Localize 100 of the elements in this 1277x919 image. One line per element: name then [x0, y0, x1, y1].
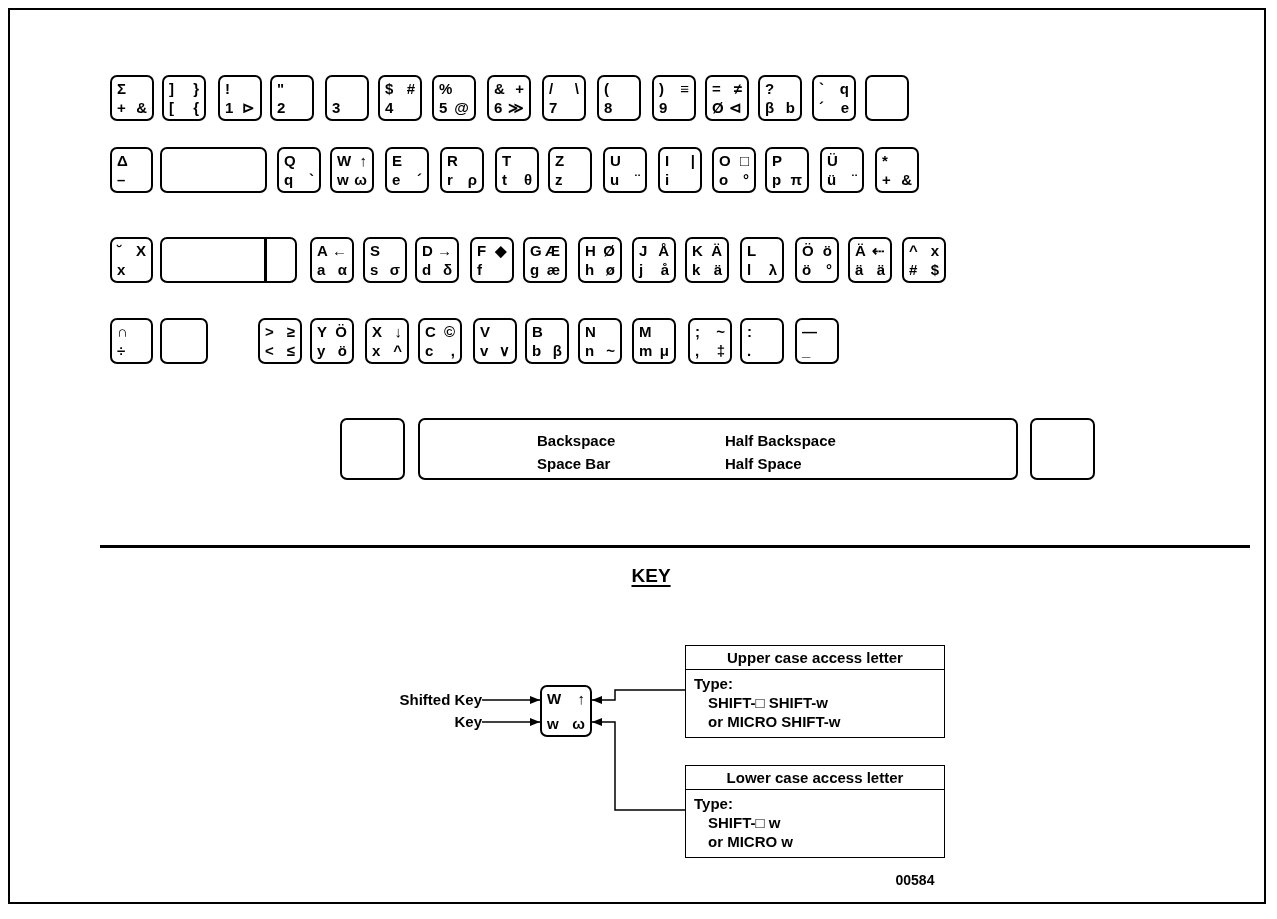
key-legend: Δ — [117, 152, 128, 169]
key-legend: ↓ — [394, 323, 402, 340]
key-legend: ° — [743, 171, 749, 188]
key-legend: | — [690, 152, 695, 169]
key-cap — [385, 147, 429, 193]
key-legend: f — [477, 261, 482, 278]
key-cap — [418, 318, 462, 364]
key-cap — [160, 147, 267, 193]
key-cap — [110, 75, 154, 121]
leader-arrow — [591, 718, 686, 811]
key-cap — [758, 75, 802, 121]
key-legend: L — [747, 242, 757, 259]
key-legend: α — [337, 261, 347, 278]
key-cap — [160, 237, 297, 283]
key-legend: t — [502, 171, 507, 188]
key-cap — [812, 75, 856, 121]
key-legend: å — [660, 261, 669, 278]
description-box — [685, 645, 945, 738]
key-cap — [795, 318, 839, 364]
key-cap — [310, 237, 354, 283]
key-legend: Q — [284, 152, 296, 169]
key-cap — [740, 318, 784, 364]
key-legend: e — [840, 99, 849, 116]
key-legend: ´ — [417, 171, 422, 188]
key-cap — [795, 237, 839, 283]
figure-number: 00584 — [895, 872, 935, 888]
key-cap — [875, 147, 919, 193]
key-legend: , — [695, 342, 700, 359]
key-legend: ´ — [819, 99, 824, 116]
key-legend: ≥ — [286, 323, 295, 340]
key-legend: # — [406, 80, 415, 97]
instruction-text: or MICRO SHIFT-w — [707, 712, 842, 731]
box-heading: Upper case access letter — [686, 646, 944, 670]
key-legend: 8 — [604, 99, 613, 116]
key-legend: _ — [802, 342, 811, 359]
key-cap — [325, 75, 369, 121]
key-cap — [902, 237, 946, 283]
key-legend: ↑ — [359, 152, 367, 169]
key-legend: N — [585, 323, 596, 340]
key-legend: r — [447, 171, 453, 188]
key-legend: δ — [442, 261, 452, 278]
key-heading: KEY — [631, 565, 671, 587]
key-legend: { — [193, 99, 199, 116]
key-legend: q — [284, 171, 294, 188]
key-legend: λ — [768, 261, 777, 278]
key-cap — [540, 685, 592, 737]
key-legend: ω — [572, 715, 585, 732]
key-legend: ? — [765, 80, 775, 97]
key-legend: ρ — [467, 171, 477, 188]
key-legend: I — [665, 152, 670, 169]
key-cap — [578, 237, 622, 283]
key-cap — [258, 318, 302, 364]
key-cap — [705, 75, 749, 121]
key-cap — [765, 147, 809, 193]
key-legend: O — [719, 152, 731, 169]
key-legend: S — [370, 242, 380, 259]
key-cap — [740, 237, 784, 283]
key-legend: Ø — [603, 242, 615, 259]
key-legend: ⊲ — [729, 99, 742, 116]
key-legend: } — [193, 80, 199, 97]
key-legend: q — [839, 80, 849, 97]
key-legend: → — [437, 242, 452, 259]
key-legend: β — [765, 99, 775, 116]
leader-arrow — [481, 696, 541, 704]
key-legend: s — [370, 261, 379, 278]
key-legend: w — [337, 171, 349, 188]
key-legend: μ — [659, 342, 669, 359]
key-cap — [440, 147, 484, 193]
key-cap — [1030, 418, 1095, 480]
box-heading: Lower case access letter — [686, 766, 944, 790]
key-legend: " — [277, 80, 285, 97]
key-legend: + — [882, 171, 891, 188]
key-legend: ⊳ — [242, 99, 255, 116]
key-legend: v — [480, 342, 489, 359]
key-cap — [865, 75, 909, 121]
key-legend: x — [930, 242, 939, 259]
key-legend: u — [610, 171, 620, 188]
key-legend: U — [610, 152, 621, 169]
key-legend: e — [392, 171, 401, 188]
key-legend: W — [547, 690, 562, 707]
key-legend: © — [443, 323, 455, 340]
key-legend: ÷ — [117, 342, 126, 359]
key-legend: ← — [332, 242, 347, 259]
key-legend: * — [882, 152, 888, 169]
space-bar-key — [418, 418, 1018, 480]
key-legend: ^ — [393, 342, 402, 359]
key-legend: ^ — [909, 242, 918, 259]
key-legend: – — [117, 171, 126, 188]
key-legend: Z — [555, 152, 565, 169]
key-cap — [330, 147, 374, 193]
key-cap — [110, 147, 153, 193]
key-cap — [110, 318, 153, 364]
key-legend: ¨ — [635, 171, 640, 188]
key-legend: Half Space — [725, 455, 802, 472]
key-legend: Backspace — [537, 432, 616, 449]
key-legend: + — [117, 99, 126, 116]
key-cap — [470, 237, 514, 283]
key-cap — [548, 147, 592, 193]
key-legend: Half Backspace — [725, 432, 836, 449]
key-cap — [270, 75, 314, 121]
